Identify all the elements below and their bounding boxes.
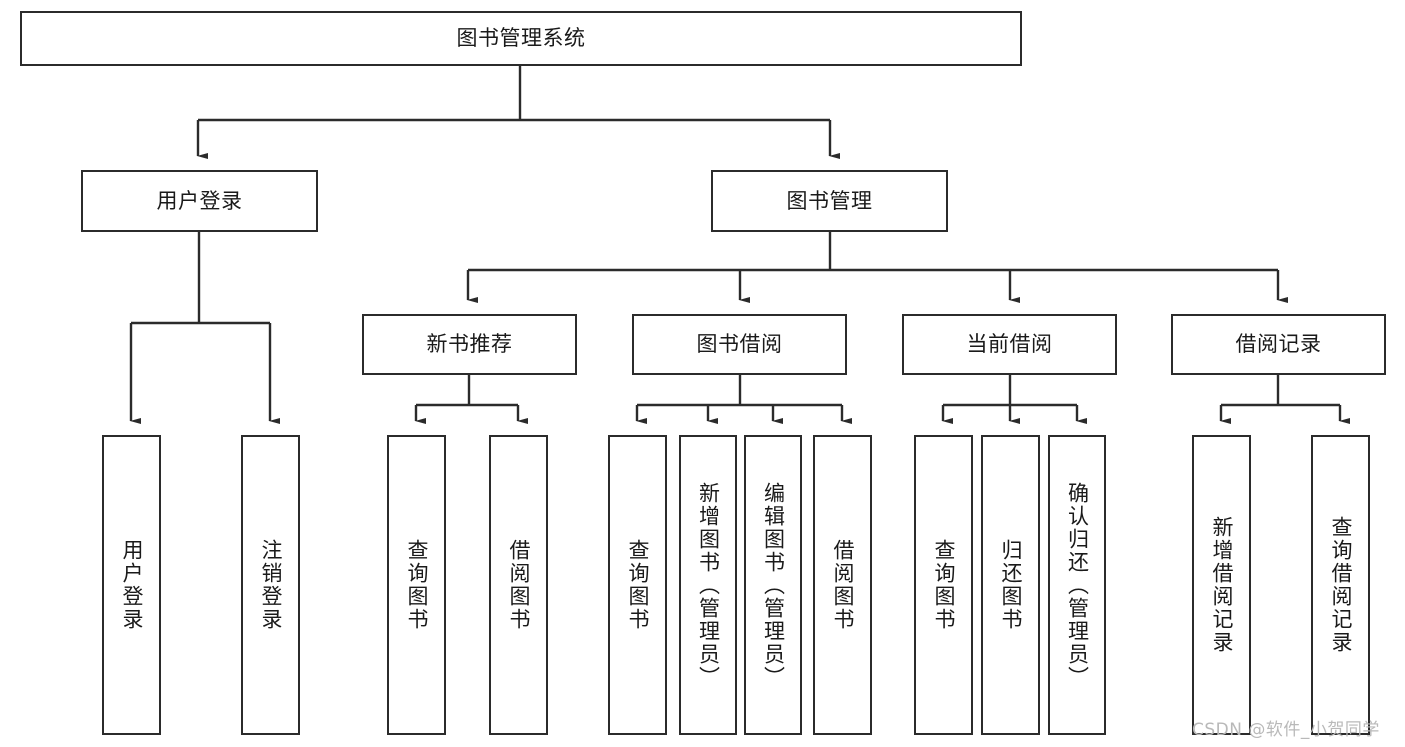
node-new-book-recommend[interactable]: 新书推荐 — [362, 314, 577, 375]
node-label: 用户登录 — [120, 539, 144, 631]
node-leaf-query-book-3[interactable]: 查询图书 — [914, 435, 973, 735]
node-label: 查询图书 — [405, 539, 429, 631]
node-leaf-borrow-book-2[interactable]: 借阅图书 — [813, 435, 872, 735]
node-label: 新书推荐 — [426, 332, 513, 357]
node-label: 新增图书（管理员） — [696, 481, 721, 689]
node-leaf-query-book-1[interactable]: 查询图书 — [387, 435, 446, 735]
node-user-login[interactable]: 用户登录 — [81, 170, 318, 232]
node-book-borrow[interactable]: 图书借阅 — [632, 314, 847, 375]
node-borrow-record[interactable]: 借阅记录 — [1171, 314, 1386, 375]
node-label: 编辑图书（管理员） — [761, 481, 786, 689]
node-leaf-confirm-return[interactable]: 确认归还（管理员） — [1048, 435, 1106, 735]
node-label: 查询借阅记录 — [1329, 516, 1353, 654]
node-label: 借阅图书 — [507, 539, 531, 631]
node-label: 图书管理 — [786, 188, 873, 213]
node-label: 新增借阅记录 — [1210, 516, 1234, 654]
node-label: 借阅图书 — [831, 539, 855, 631]
node-label: 用户登录 — [156, 188, 243, 213]
node-leaf-add-book[interactable]: 新增图书（管理员） — [679, 435, 737, 735]
node-leaf-logout-login[interactable]: 注销登录 — [241, 435, 300, 735]
watermark-text: CSDN @软件_小贺同学 — [1192, 720, 1380, 740]
node-book-management-system[interactable]: 图书管理系统 — [20, 11, 1022, 66]
node-leaf-return-book[interactable]: 归还图书 — [981, 435, 1040, 735]
node-leaf-borrow-book-1[interactable]: 借阅图书 — [489, 435, 548, 735]
node-leaf-add-record[interactable]: 新增借阅记录 — [1192, 435, 1251, 735]
node-label: 注销登录 — [259, 539, 283, 631]
node-label: 确认归还（管理员） — [1065, 481, 1090, 689]
node-label: 借阅记录 — [1235, 332, 1322, 357]
node-book-management[interactable]: 图书管理 — [711, 170, 948, 232]
node-label: 查询图书 — [932, 539, 956, 631]
node-leaf-query-record[interactable]: 查询借阅记录 — [1311, 435, 1370, 735]
node-current-borrow[interactable]: 当前借阅 — [902, 314, 1117, 375]
node-leaf-edit-book[interactable]: 编辑图书（管理员） — [744, 435, 802, 735]
node-leaf-query-book-2[interactable]: 查询图书 — [608, 435, 667, 735]
node-label: 图书管理系统 — [456, 26, 586, 51]
node-label: 归还图书 — [999, 539, 1023, 631]
node-label: 查询图书 — [626, 539, 650, 631]
node-label: 图书借阅 — [696, 332, 783, 357]
node-label: 当前借阅 — [966, 332, 1053, 357]
node-leaf-user-login[interactable]: 用户登录 — [102, 435, 161, 735]
